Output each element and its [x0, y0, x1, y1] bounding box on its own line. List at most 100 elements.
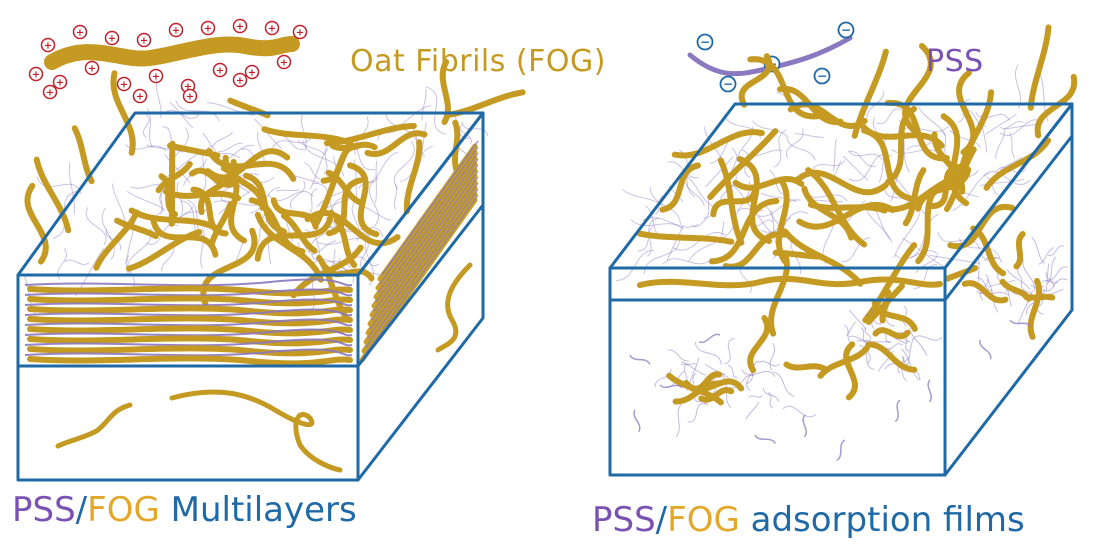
fog-fibril [747, 315, 771, 374]
multilayer-side-fibrils [359, 140, 479, 363]
pss-chain [748, 395, 763, 398]
fog-fibril [690, 371, 723, 392]
pss-chain [894, 337, 907, 344]
fog-fibril [885, 105, 917, 185]
box-side-edge [356, 111, 485, 482]
multilayer-bulk-fibrils [55, 389, 343, 473]
plus-charge-glyph: + [88, 64, 96, 75]
film-boundary-line [943, 135, 1074, 301]
fog-fibril [261, 126, 349, 145]
pss-chain [359, 240, 369, 269]
pss-chain [681, 363, 696, 365]
pss-chain [908, 328, 928, 356]
pss-layer [24, 338, 353, 347]
fog-fibril [879, 289, 892, 324]
plus-charge-icon [182, 88, 198, 104]
plus-charge-glyph: + [216, 66, 224, 77]
plus-charge-glyph: + [248, 68, 256, 79]
pss-layer [373, 164, 479, 312]
pss-chain [846, 321, 856, 336]
fog-fibril [782, 228, 864, 287]
pss-legend-label: PSS [926, 44, 984, 79]
fog-fibril [446, 89, 526, 118]
pss-chain [794, 133, 824, 138]
pss-chain [1000, 156, 1022, 170]
pss-chain [754, 434, 776, 444]
fog-fibril [637, 275, 943, 289]
fog-fibril [983, 137, 1052, 191]
plus-charge-icon [132, 88, 148, 104]
pss-chain [999, 120, 1024, 129]
plus-charge-glyph: + [280, 58, 288, 69]
pss-chain [622, 189, 663, 206]
pss-chain [57, 248, 67, 280]
minus-charge-icon [837, 21, 855, 39]
pss-chain [758, 199, 801, 217]
pss-chain [685, 182, 705, 206]
caption-rest: adsorption films [739, 500, 1025, 540]
plus-charge-icon [232, 72, 248, 88]
fog-fibril [403, 139, 423, 215]
pss-chain [952, 172, 990, 211]
plus-charge-icon [264, 20, 280, 36]
caption-rest: Multilayers [159, 490, 357, 530]
pss-chain [894, 399, 901, 423]
fog-fibril [956, 69, 977, 156]
plus-charge-glyph: + [136, 92, 144, 103]
pss-chain [841, 237, 871, 263]
pss-layer [371, 170, 479, 321]
pss-chain [758, 360, 780, 367]
pss-chain [213, 131, 233, 145]
pss-chain [694, 341, 722, 365]
plus-charge-glyph: + [268, 24, 276, 35]
fog-fibril [698, 387, 735, 403]
pss-chain [975, 111, 1010, 121]
plus-charge-glyph: + [46, 88, 54, 99]
pss-chain [301, 112, 307, 151]
pss-chain [773, 129, 787, 168]
pss-chain [768, 392, 773, 409]
pss-chain [659, 384, 683, 389]
fog-fibril [190, 186, 229, 237]
plus-charge-icon [42, 84, 58, 100]
pss-chain [1017, 267, 1023, 285]
fog-fibril [93, 209, 140, 271]
plus-charge-icon [28, 66, 44, 82]
fog-fibril [1027, 277, 1042, 340]
pss-chain [688, 227, 734, 262]
fog-fibril [801, 185, 855, 241]
pss-layer [24, 298, 353, 307]
plus-charge-glyph: + [56, 78, 64, 89]
fog-fibril [944, 265, 979, 282]
pss-chain [276, 189, 300, 192]
pss-chain [1038, 247, 1054, 265]
pss-chain [629, 354, 651, 365]
pss-chain [836, 439, 846, 461]
pss-chain [425, 86, 446, 135]
plus-charge-glyph: + [184, 82, 192, 93]
pss-chain [175, 100, 220, 122]
minus-charge-glyph: − [817, 69, 827, 83]
pss-chain [782, 405, 817, 418]
pss-layer [375, 158, 479, 303]
pss-chain [927, 379, 932, 403]
fog-fibril [970, 225, 1007, 277]
caption-multilayers: PSS/FOG Multilayers [12, 490, 357, 530]
pss-chain [394, 141, 415, 190]
pss-chain [917, 106, 947, 136]
fog-fibril [796, 201, 896, 230]
caption-pss: PSS [592, 500, 656, 540]
pss-chain [937, 231, 980, 250]
fog-fibril-shape [44, 36, 300, 70]
pss-chain [752, 120, 789, 139]
fog-fibril [323, 122, 417, 147]
fog-fibril [902, 43, 934, 134]
fog-fibril [999, 278, 1032, 302]
pss-chain [982, 171, 1031, 186]
adsorption-bulk-fibrils [629, 225, 1068, 461]
fog-fibril [961, 280, 1009, 304]
pss-chain [310, 145, 328, 190]
fog-fibril [1013, 231, 1026, 270]
pss-layer [24, 328, 353, 337]
